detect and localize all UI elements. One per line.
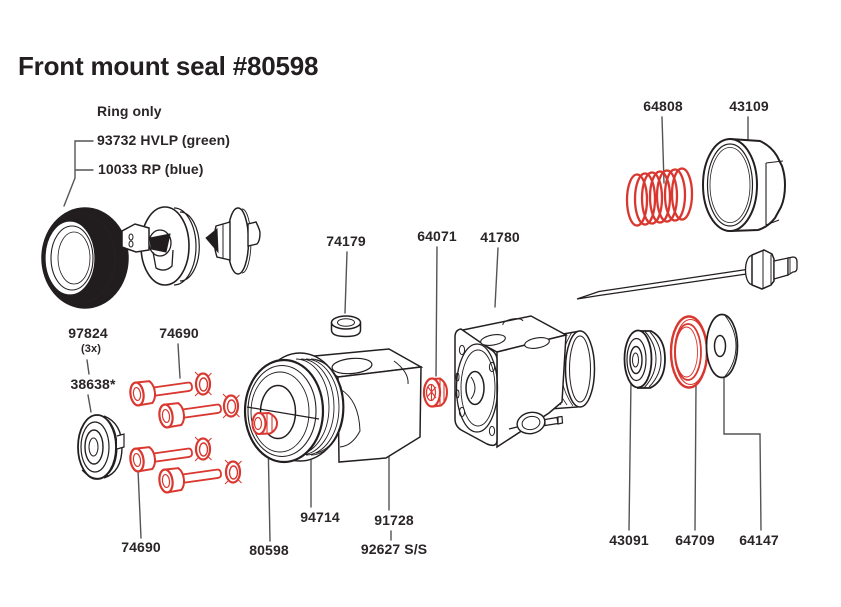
leader-64709	[694, 384, 697, 531]
lock-washer-3	[194, 436, 212, 462]
part-label-38638: 38638*	[70, 376, 116, 392]
fluid-nozzle	[205, 207, 261, 275]
part-label-43091: 43091	[609, 532, 649, 548]
air-cap-ring	[41, 207, 129, 309]
screw-74690-2	[158, 402, 222, 429]
page-title: Front mount seal #80598	[18, 51, 319, 81]
lock-washer-4	[224, 459, 242, 485]
leader-38638	[87, 394, 92, 413]
gun-body-41780	[454, 315, 596, 449]
screw-74690-1	[129, 380, 193, 407]
label-93732-hvlp: 93732 HVLP (green)	[97, 132, 231, 148]
part-label-64709: 64709	[675, 532, 715, 548]
part-label-94714: 94714	[300, 509, 340, 525]
leader-64071	[435, 246, 438, 377]
part-label-41780: 41780	[480, 229, 520, 245]
label-ring-only: Ring only	[97, 103, 162, 119]
part-label-92627: 92627 S/S	[360, 541, 428, 557]
plug-74179	[330, 315, 362, 338]
leader-74690-top	[177, 343, 181, 379]
part-label-74690-bottom: 74690	[121, 539, 161, 555]
label-10033-rp: 10033 RP (blue)	[98, 161, 204, 177]
part-label-97824: 97824	[68, 325, 108, 341]
washer-64147	[705, 313, 739, 379]
part-label-64808: 64808	[643, 98, 683, 114]
leader-74179	[344, 251, 348, 314]
part-label-64147: 64147	[739, 532, 779, 548]
part-label-74690-top: 74690	[159, 325, 199, 341]
fluid-needle-shaft	[576, 249, 798, 300]
part-label-64071: 64071	[417, 228, 457, 244]
retaining-ring-43109	[702, 138, 787, 232]
leader-64147	[723, 366, 762, 531]
oring-64709	[669, 315, 709, 389]
part-label-74179: 74179	[326, 233, 366, 249]
part-label-97824-qty: (3x)	[81, 343, 101, 355]
lock-washer-1	[194, 371, 212, 397]
packing-43091	[623, 329, 666, 389]
spring-64808	[625, 167, 694, 227]
leader-ring-bracket	[63, 140, 94, 207]
air-cap	[121, 206, 200, 286]
front-seal-80598	[251, 411, 279, 436]
leader-74690-bottom	[137, 469, 142, 539]
screw-74690-4	[158, 467, 222, 494]
part-label-80598: 80598	[249, 542, 289, 558]
leader-97824	[86, 359, 90, 375]
part-label-91728: 91728	[374, 512, 414, 528]
seal-cartridge-38638	[77, 414, 125, 480]
part-label-43109: 43109	[729, 98, 769, 114]
leader-41780	[494, 247, 499, 308]
seal-64071	[422, 377, 449, 408]
lock-washer-2	[222, 393, 240, 419]
leader-43091	[628, 379, 632, 531]
front-body-94714-91728	[243, 348, 424, 464]
screw-74690-3	[129, 446, 193, 473]
